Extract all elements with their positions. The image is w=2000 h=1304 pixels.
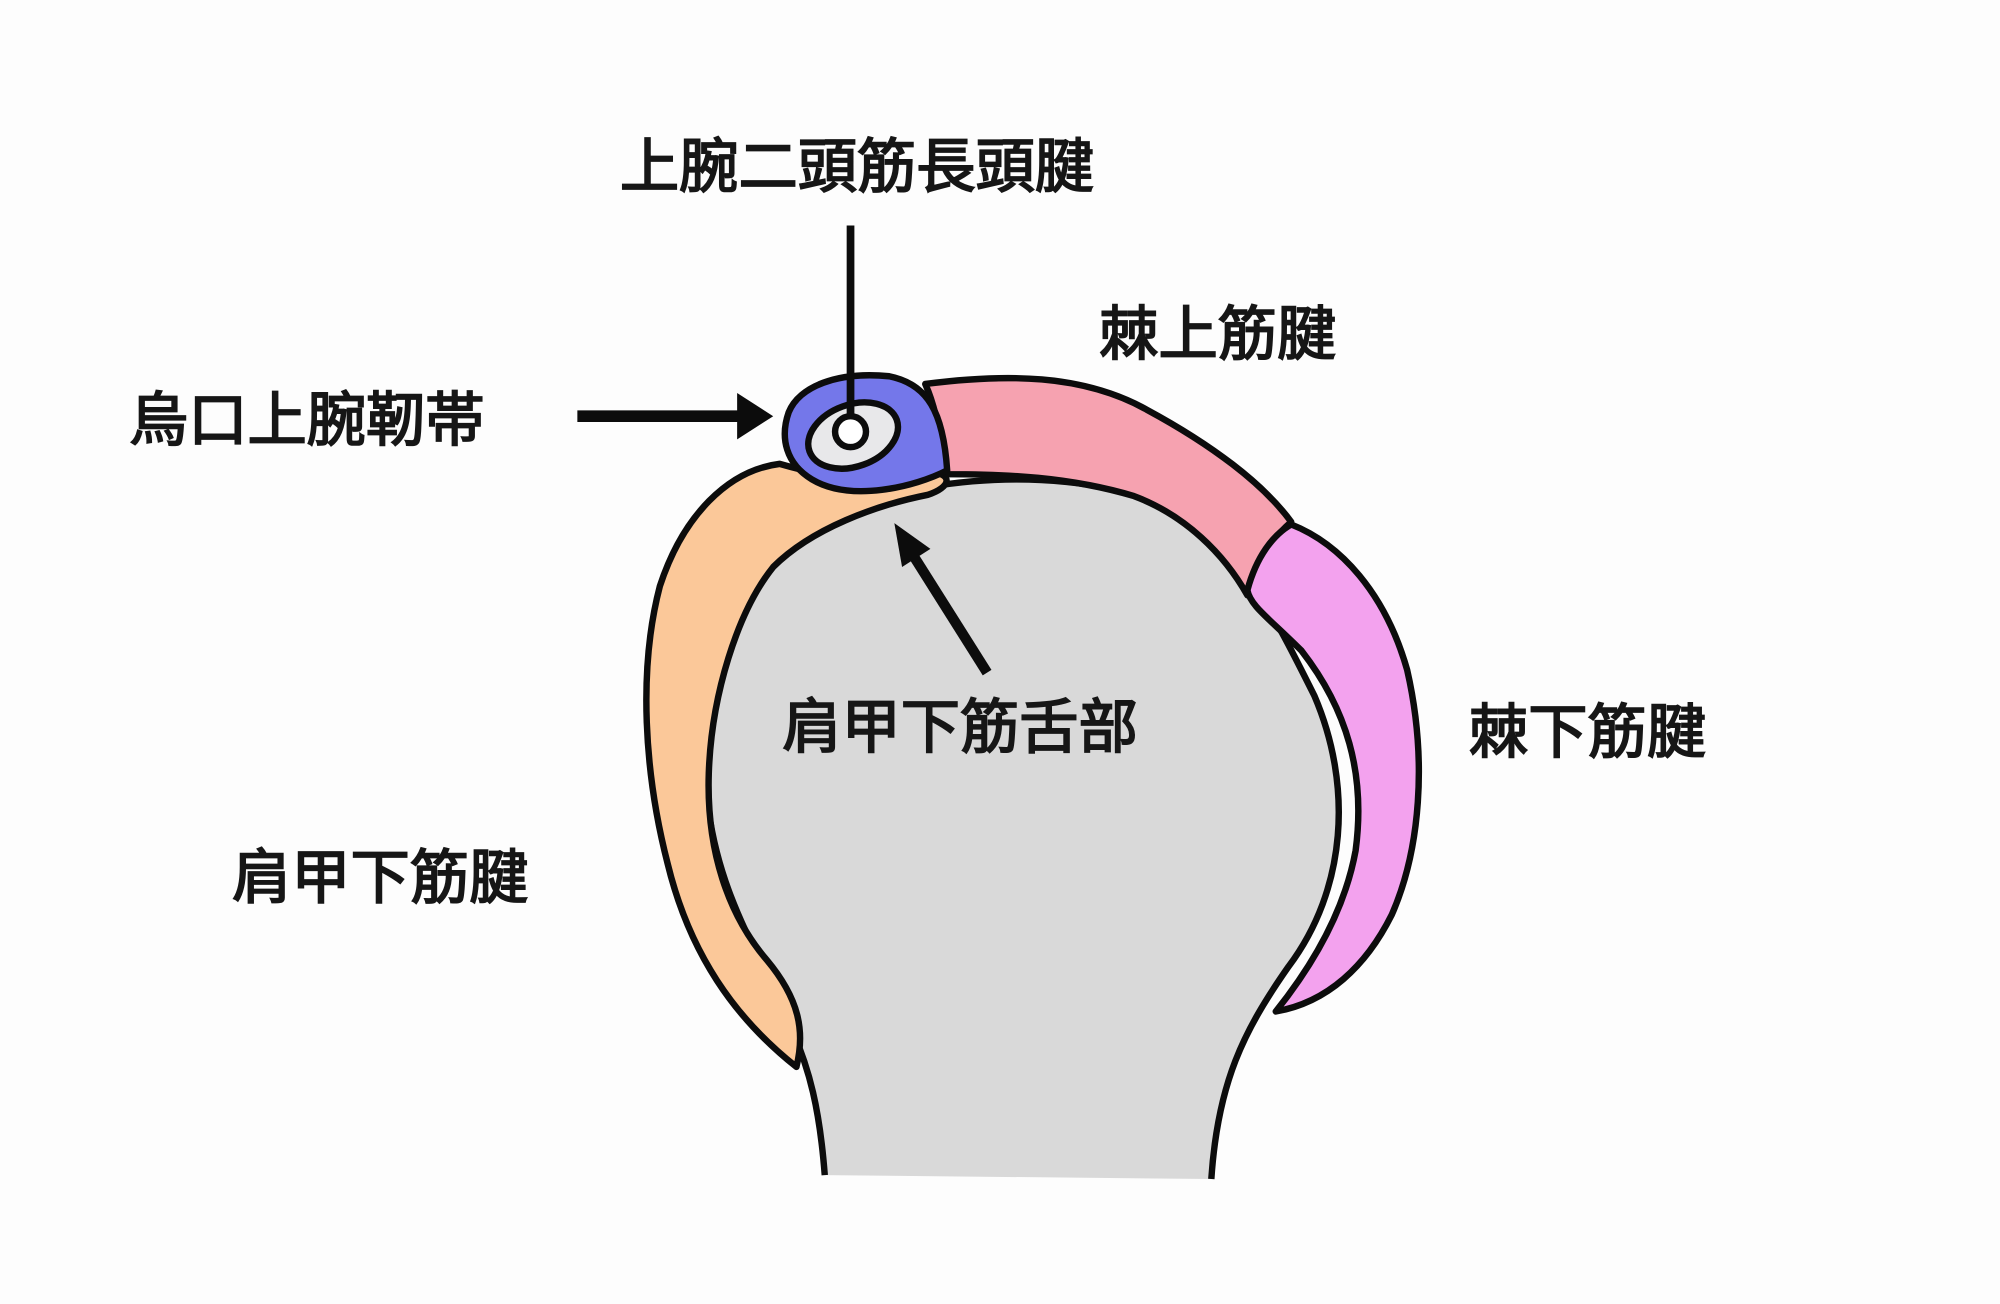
label-coracohumeral-ligament: 烏口上腕靭帯 [129,386,485,455]
label-biceps-long-head: 上腕二頭筋長頭腱 [620,132,1094,201]
biceps-tendon-core [831,412,870,451]
label-subscapularis-tongue: 肩甲下筋舌部 [782,692,1138,761]
subscapularis-tongue-arrow [894,523,992,676]
label-infraspinatus: 棘下筋腱 [1469,698,1706,767]
infraspinatus-tendon-shape [1244,521,1423,1015]
label-supraspinatus: 棘上筋腱 [1099,299,1336,368]
label-subscapularis: 肩甲下筋腱 [232,843,528,912]
ligament-arrow [577,393,774,440]
